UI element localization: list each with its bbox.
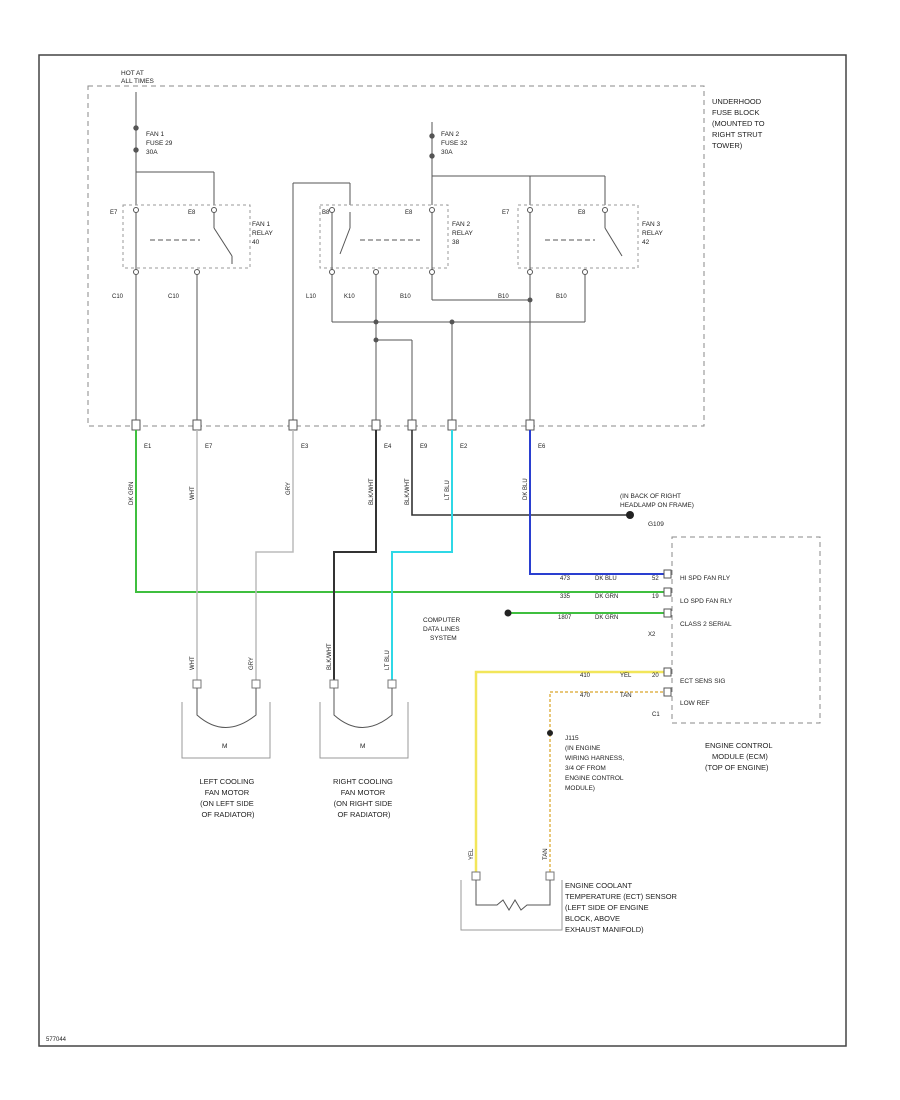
hot-at-label: HOT AT ALL TIMES: [121, 70, 155, 85]
ecm-label: ENGINE CONTROL MODULE (ECM) (TOP OF ENGI…: [705, 741, 774, 772]
svg-text:GRY: GRY: [249, 657, 255, 670]
svg-text:E9: E9: [420, 444, 428, 450]
svg-text:TAN: TAN: [620, 693, 632, 699]
ecm-pins: [663, 569, 672, 697]
splice-j115: [547, 730, 553, 736]
svg-text:E7: E7: [110, 210, 118, 216]
svg-text:B8: B8: [322, 210, 330, 216]
diagram-border: [38, 54, 847, 1047]
svg-text:HI SPD FAN RLY: HI SPD FAN RLY: [680, 575, 731, 582]
fan-3-relay-label: FAN 3 RELAY 42: [642, 221, 665, 246]
svg-text:B10: B10: [556, 294, 567, 300]
ecm-outline: [671, 536, 821, 724]
svg-text:YEL: YEL: [620, 673, 632, 679]
fan-2-relay: [319, 204, 449, 275]
fuse-2-label: FAN 2 FUSE 32 30A: [441, 131, 469, 156]
svg-text:410: 410: [580, 673, 591, 679]
data-link-label: COMPUTER DATA LINES SYSTEM: [423, 617, 462, 642]
svg-text:BLK/WHT: BLK/WHT: [369, 478, 375, 505]
fuse-2: [429, 122, 435, 176]
fuse-block-internal-wiring: [135, 274, 586, 420]
svg-text:DK BLU: DK BLU: [523, 478, 529, 500]
svg-text:E8: E8: [188, 210, 196, 216]
ect-sensor: [460, 871, 563, 931]
ect-sensor-label: ENGINE COOLANT TEMPERATURE (ECT) SENSOR …: [565, 881, 679, 934]
left-fan-motor: [181, 679, 271, 759]
svg-text:470: 470: [580, 693, 591, 699]
right-fan-motor: [319, 679, 409, 759]
ecm-signal-circuits: 473 DK BLU 52 335 DK GRN 19 1807 DK GRN …: [558, 576, 660, 718]
splice-label: J115 (IN ENGINE WIRING HARNESS, 3/4 OF F…: [565, 735, 626, 792]
data-link-point: [504, 609, 512, 617]
external-wires: [135, 430, 668, 880]
svg-text:DK GRN: DK GRN: [129, 482, 135, 505]
fuse-1: [133, 92, 139, 172]
ect-wire-labels: YEL TAN: [469, 848, 549, 860]
wire-color-labels: DK GRN WHT GRY BLK/WHT BLK/WHT LT BLU DK…: [129, 478, 529, 505]
right-fan-motor-symbol: M: [360, 743, 365, 750]
svg-text:K10: K10: [344, 294, 355, 300]
svg-text:E8: E8: [578, 210, 586, 216]
svg-text:1807: 1807: [558, 615, 572, 621]
right-fan-wire-labels: BLK/WHT LT BLU: [327, 643, 391, 670]
svg-text:LT BLU: LT BLU: [445, 480, 451, 500]
svg-text:L10: L10: [306, 294, 317, 300]
left-fan-motor-symbol: M: [222, 743, 227, 750]
svg-text:E7: E7: [502, 210, 510, 216]
ground-label: (IN BACK OF RIGHT HEADLAMP ON FRAME) G10…: [620, 493, 696, 528]
svg-text:BLK/WHT: BLK/WHT: [405, 478, 411, 505]
fuse-block-outline: [87, 85, 705, 427]
fan-1-relay: [122, 204, 251, 275]
svg-text:C1: C1: [652, 712, 660, 718]
svg-text:B10: B10: [400, 294, 411, 300]
svg-text:E4: E4: [384, 444, 392, 450]
svg-text:C10: C10: [168, 294, 180, 300]
fan-2-relay-label: FAN 2 RELAY 38: [452, 221, 475, 246]
left-fan-wire-labels: WHT GRY: [190, 656, 255, 670]
svg-text:GRY: GRY: [286, 482, 292, 495]
svg-text:335: 335: [560, 594, 571, 600]
fan-3-relay: [517, 204, 639, 275]
svg-text:LT BLU: LT BLU: [385, 650, 391, 670]
svg-text:52: 52: [652, 576, 659, 582]
svg-text:WHT: WHT: [190, 486, 196, 500]
fuse-1-label: FAN 1 FUSE 29 30A: [146, 131, 174, 156]
svg-text:TAN: TAN: [543, 848, 549, 860]
relay-terminal-labels: E7 E8 B8 E8 E7 E8: [110, 210, 586, 216]
svg-text:C10: C10: [112, 294, 124, 300]
svg-text:LO SPD FAN RLY: LO SPD FAN RLY: [680, 598, 733, 605]
fan-1-relay-label: FAN 1 RELAY 40: [252, 221, 275, 246]
svg-text:E6: E6: [538, 444, 546, 450]
svg-text:DK GRN: DK GRN: [595, 594, 618, 600]
svg-text:E2: E2: [460, 444, 468, 450]
connector-pin-labels: E1 E7 E3 E4 E9 E2 E6: [144, 444, 546, 450]
svg-text:CLASS 2 SERIAL: CLASS 2 SERIAL: [680, 621, 732, 628]
ecm-signal-names: HI SPD FAN RLY LO SPD FAN RLY CLASS 2 SE…: [680, 575, 733, 707]
footer-id: 577044: [46, 1037, 67, 1043]
svg-text:19: 19: [652, 594, 659, 600]
svg-text:X2: X2: [648, 632, 656, 638]
fuse-block-name: UNDERHOOD FUSE BLOCK (MOUNTED TO RIGHT S…: [712, 97, 767, 150]
fuse-block-bus: [135, 171, 606, 420]
svg-text:ECT SENS SIG: ECT SENS SIG: [680, 678, 725, 685]
svg-text:473: 473: [560, 576, 571, 582]
left-fan-label: LEFT COOLING FAN MOTOR (ON LEFT SIDE OF …: [200, 777, 257, 819]
cavity-labels: C10 C10 L10 K10 B10 B10 B10: [112, 294, 567, 300]
svg-text:LOW REF: LOW REF: [680, 700, 710, 707]
right-fan-label: RIGHT COOLING FAN MOTOR (ON RIGHT SIDE O…: [333, 777, 395, 819]
svg-text:E8: E8: [405, 210, 413, 216]
svg-text:DK BLU: DK BLU: [595, 576, 617, 582]
svg-text:E3: E3: [301, 444, 309, 450]
svg-text:20: 20: [652, 673, 659, 679]
svg-text:E1: E1: [144, 444, 152, 450]
svg-text:DK GRN: DK GRN: [595, 615, 618, 621]
ground-point: [626, 511, 634, 519]
fuse-block-connector-pins: [131, 419, 535, 431]
svg-text:YEL: YEL: [469, 848, 475, 860]
svg-text:E7: E7: [205, 444, 213, 450]
svg-text:WHT: WHT: [190, 656, 196, 670]
svg-text:B10: B10: [498, 294, 509, 300]
svg-text:BLK/WHT: BLK/WHT: [327, 643, 333, 670]
